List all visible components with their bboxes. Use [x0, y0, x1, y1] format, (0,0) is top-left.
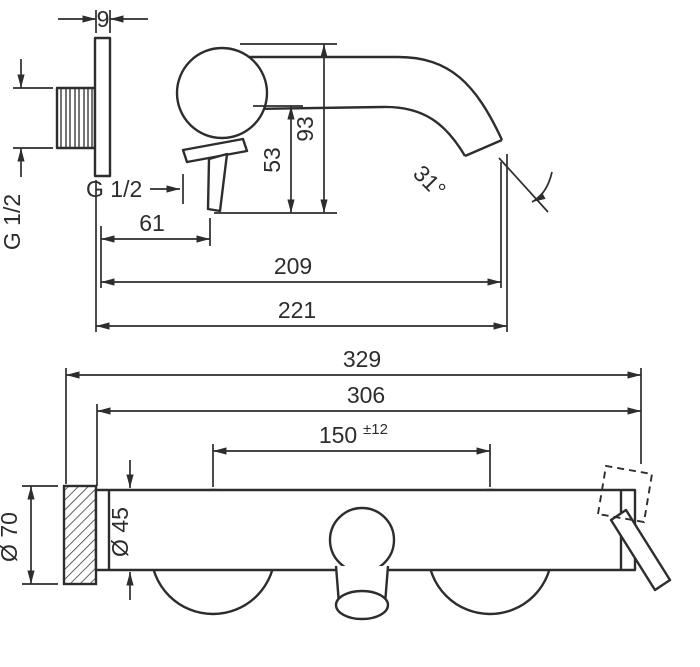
- label-g12-inlet: G 1/2: [0, 194, 25, 250]
- dim-inlet-distance-150: 150 ±12: [212, 421, 491, 487]
- dim-329: 329: [343, 346, 381, 372]
- dim-61: 61: [139, 210, 165, 236]
- dim-body-height-93: 93: [214, 43, 337, 214]
- handle-dashed-position: [596, 464, 654, 524]
- dim-overall-width-329: 329: [65, 346, 642, 484]
- dim-lever-height-53: 53: [253, 105, 303, 213]
- tub-spout: [328, 506, 396, 621]
- wall-plate: [93, 36, 112, 178]
- dim-31deg: 31°: [408, 160, 451, 203]
- mixer-body: [175, 46, 269, 140]
- dim-150-tolerance: ±12: [363, 421, 388, 438]
- dim-93: 93: [292, 116, 318, 142]
- wall-flange: [62, 484, 98, 586]
- lever-handle: [181, 137, 249, 213]
- dim-221: 221: [278, 297, 316, 323]
- dim-plate-thickness: 9: [58, 6, 148, 33]
- dim-lever-reach-61: 61: [100, 210, 211, 288]
- dim-53: 53: [259, 147, 285, 173]
- dim-spout-reach-209: 209: [101, 162, 502, 288]
- label-g12-outlet: G 1/2: [86, 176, 142, 202]
- dim-209: 209: [274, 253, 312, 279]
- side-view: 9 G 1/2 G 1/2 53 93: [0, 6, 553, 332]
- dim-overall-reach-221: 221: [95, 154, 508, 332]
- dim-70: Ø 70: [0, 512, 22, 562]
- dim-inlet-thread: G 1/2: [0, 59, 53, 250]
- dim-outlet-thread-label: G 1/2: [86, 174, 184, 204]
- inlet-pipe-thread: [55, 86, 97, 150]
- dim-flange-diameter-70: Ø 70: [0, 485, 58, 585]
- dim-bar-diameter-45: Ø 45: [107, 460, 134, 600]
- dim-spout-angle-31: 31°: [408, 157, 553, 213]
- front-view: 329 306 150 ±12 Ø 45 Ø 70: [0, 346, 672, 621]
- dim-45: Ø 45: [107, 507, 133, 557]
- dim-306: 306: [347, 382, 385, 408]
- dim-body-width-306: 306: [96, 382, 641, 486]
- spout: [246, 55, 504, 158]
- dim-9: 9: [97, 6, 110, 32]
- dim-150: 150: [319, 422, 357, 448]
